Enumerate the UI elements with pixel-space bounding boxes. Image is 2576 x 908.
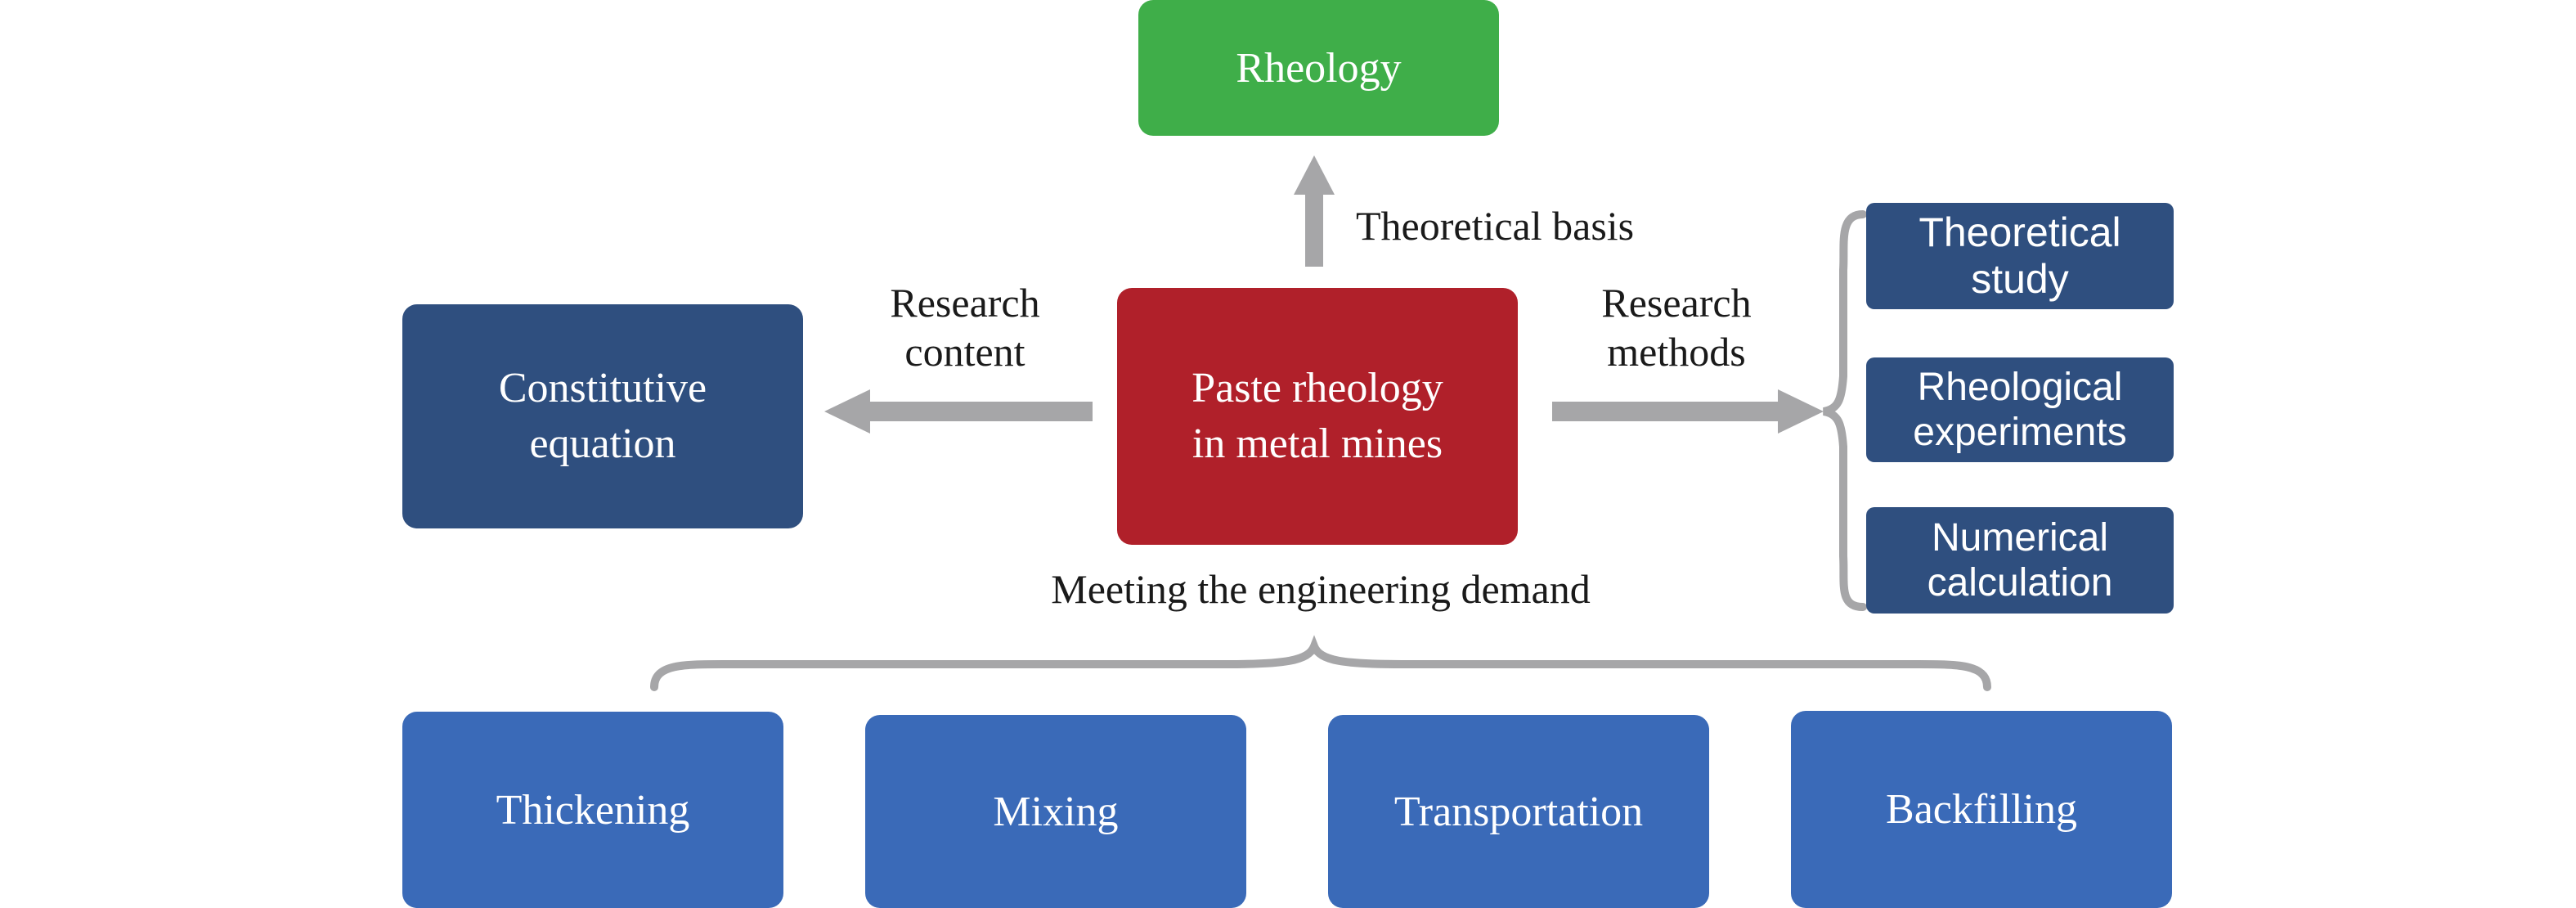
arrow-to-methods	[1552, 389, 1824, 434]
arrow-shaft	[867, 402, 1093, 421]
arrow-head	[1778, 389, 1824, 434]
research-content-label: Research content	[890, 280, 1040, 375]
research-methods-label: Research methods	[1601, 280, 1752, 375]
transportation-node: Transportation	[1328, 715, 1709, 908]
backfilling-node: Backfilling	[1791, 711, 2172, 908]
rheology-node: Rheology	[1138, 0, 1499, 136]
mixing-node: Mixing	[865, 715, 1246, 908]
theoretical-basis-label: Theoretical basis	[1356, 203, 1635, 249]
rheological-experiments-node: Rheological experiments	[1866, 357, 2174, 462]
arrow-shaft	[1305, 195, 1323, 267]
arrow-to-constitutive-equation	[824, 389, 1093, 434]
engineering-demand-label: Meeting the engineering demand	[1051, 566, 1591, 612]
arrow-shaft	[1552, 402, 1781, 421]
theoretical-study-node: Theoretical study	[1866, 203, 2174, 309]
paste-rheology-node: Paste rheology in metal mines	[1117, 288, 1518, 545]
engineering-brace	[650, 635, 1991, 691]
constitutive-equation-node: Constitutive equation	[402, 304, 803, 528]
arrow-head	[824, 389, 870, 434]
arrow-to-rheology	[1294, 155, 1335, 267]
methods-brace	[1822, 210, 1867, 611]
arrow-head	[1294, 155, 1335, 195]
numerical-calculation-node: Numerical calculation	[1866, 507, 2174, 614]
thickening-node: Thickening	[402, 712, 783, 908]
